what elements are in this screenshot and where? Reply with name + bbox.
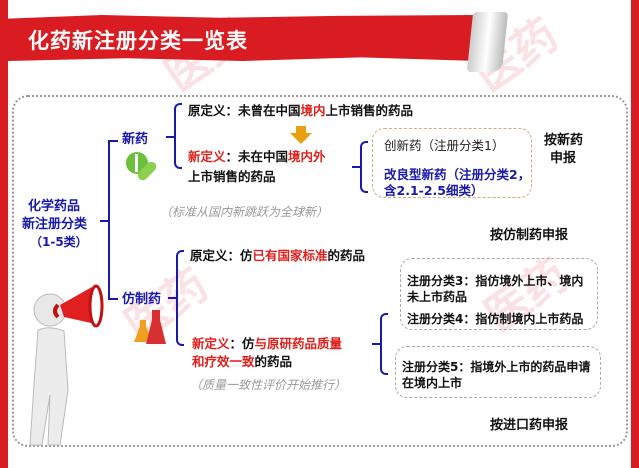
category-5: 注册分类5：指境外上市的药品申请	[402, 360, 591, 374]
route-new-drug-line2: 申报	[550, 151, 577, 166]
new-drug-old-definition: 原定义：未曾在中国境内上市销售的药品	[188, 103, 414, 118]
down-arrow-icon	[290, 126, 312, 144]
improved-new-drug-line2: 含2.1-2.5细类）	[384, 183, 484, 198]
root-line3: （1-5类）	[30, 235, 88, 249]
left-red-edge	[0, 0, 8, 468]
tree-branch	[166, 136, 174, 138]
pill-icon	[126, 152, 157, 180]
category-5-line2: 在境内上市	[402, 376, 463, 390]
generic-note: （质量一致性评价开始推行）	[190, 378, 347, 392]
improved-new-drug: 改良型新药（注册分类2，	[384, 167, 531, 182]
generic-callout	[400, 258, 598, 330]
new-drug-note: （标准从国内新跳跃为全球新）	[160, 205, 329, 219]
right-red-edge	[631, 0, 639, 468]
category-4: 注册分类4：指仿制境内上市药品	[407, 312, 584, 326]
page-title: 化药新注册分类一览表	[28, 29, 248, 53]
generic-new-definition: 新定义：仿与原研药品质量	[192, 336, 343, 351]
tree-branch	[108, 298, 118, 300]
megaphone-person-icon	[29, 284, 104, 446]
tree-branch	[352, 166, 360, 168]
route-generic: 按仿制药申报	[490, 228, 569, 243]
new-drug-callout	[372, 128, 532, 198]
tree-branch	[100, 220, 108, 222]
innovative-drug: 创新药（注册分类1）	[384, 138, 505, 153]
generic-old-definition: 原定义：仿已有国家标准的药品	[190, 248, 366, 263]
route-new-drug: 按新药	[544, 133, 584, 148]
diagram-frame	[12, 95, 628, 447]
new-drug-new-definition: 新定义：未在中国境内外	[188, 149, 326, 164]
flask-icon	[134, 310, 166, 344]
new-drug-label: 新药	[122, 132, 149, 147]
tree-trunk	[108, 140, 110, 300]
tree-branch	[372, 343, 380, 345]
bracket	[380, 313, 388, 375]
route-import: 按进口药申报	[490, 418, 569, 433]
root-line1: 化学药品	[28, 199, 81, 214]
bracket	[174, 103, 182, 169]
category-3-line2: 未上市药品	[407, 290, 468, 304]
new-drug-new-definition-line2: 上市销售的药品	[188, 169, 276, 184]
bracket	[360, 141, 368, 193]
tree-branch	[108, 140, 118, 142]
paper-curl	[466, 12, 509, 72]
generic-drug-label: 仿制药	[122, 292, 162, 307]
root-line2: 新注册分类	[22, 217, 88, 232]
import-callout	[395, 346, 601, 398]
title-banner	[8, 15, 478, 61]
category-3: 注册分类3：指仿境外上市、境内	[407, 274, 584, 288]
bracket	[176, 250, 184, 346]
tree-branch	[168, 297, 176, 299]
generic-new-definition-line2: 和疗效一致的药品	[192, 354, 293, 369]
